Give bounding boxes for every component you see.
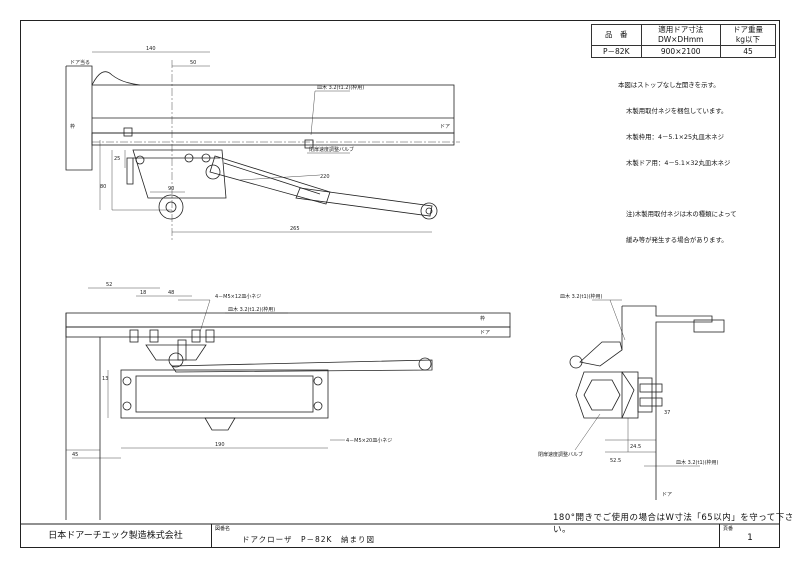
drawing-name-label: 図番名 (215, 526, 231, 532)
dim-220: 220 (320, 174, 330, 180)
door-label-side: ドア (662, 492, 672, 498)
valve-right-label: 閉扉速度調整バルブ (538, 451, 583, 458)
dim-80: 80 (100, 184, 106, 190)
drawing-border (20, 20, 780, 548)
dim-37: 37 (664, 410, 670, 416)
frame-label-plan: 枠 (480, 315, 485, 322)
frame-header (91, 84, 455, 134)
forearm (295, 187, 433, 217)
dim-13: 13 (102, 376, 108, 382)
note-line: 木製ドア用：4－5.1×32丸皿木ネジ (626, 158, 731, 167)
plan-frame (65, 312, 511, 328)
screw-right-top-label: 皿木 3.2(t1)(枠用) (560, 293, 603, 300)
main-arm (209, 155, 331, 205)
note-line (618, 184, 737, 193)
arm-side (579, 341, 623, 367)
pinion-boss (158, 194, 184, 220)
spec-door-weight: 45 (719, 45, 777, 58)
screw-right-bottom-label: 皿木 3.2(t1)(枠用) (676, 459, 719, 466)
closer-body-side (132, 149, 227, 199)
opening-note: 180°開きでご使用の場合はW寸法「65以内」を守って下さい。 (553, 513, 794, 535)
notes-block: 本図はストップなし左開きを示す。 木製用取付ネジを梱包しています。 木製枠用：4… (618, 64, 737, 262)
dim-52-5: 52.5 (610, 458, 621, 464)
side-view (569, 299, 725, 500)
spec-table: 品 番 適用ドア寸法 DW×DHmm ドア重量 kg以下 P－82K 900×2… (591, 24, 777, 58)
door-label-plan: ドア (480, 330, 490, 336)
top-view (65, 51, 460, 240)
dim-25: 25 (114, 156, 120, 162)
dim-24-5: 24.5 (630, 444, 641, 450)
door-stop-label: ドア当る (70, 59, 90, 66)
spec-door-size: 900×2100 (640, 45, 721, 58)
arm-end-joint (420, 202, 438, 220)
screw-m5-20-label: 4－M5×20皿小ネジ (346, 437, 392, 444)
dim-50: 50 (190, 60, 196, 66)
spec-header-model: 品 番 (591, 24, 642, 46)
screw-m5-12-label: 4－M5×12皿小ネジ (215, 293, 261, 300)
spec-header-door-weight: ドア重量 kg以下 (719, 24, 777, 46)
dim-140: 140 (146, 46, 156, 52)
drawing-name-cell: 図番名 ドアクローザ P－82K 納まり図 (212, 524, 720, 548)
valve-plan (204, 417, 236, 431)
note-line: 木製枠用：4－5.1×25丸皿木ネジ (626, 132, 725, 141)
door-top (91, 132, 455, 146)
frame-label-top: 枠 (70, 123, 75, 130)
dim-90: 90 (168, 186, 174, 192)
sheet-cell: 頁番 1 (720, 524, 780, 548)
drawing-name: ドアクローザ P－82K 納まり図 (242, 535, 375, 544)
closer-body-plan (120, 369, 329, 419)
sheet-number: 1 (747, 533, 753, 543)
screw-mid-label: 皿木 3.2(t1.2)(枠用) (228, 306, 275, 313)
plan-door (65, 326, 511, 338)
spec-model: P－82K (591, 45, 642, 58)
door-label-top: ドア (440, 124, 450, 130)
title-block: 日本ドアーチエック製造株式会社 図番名 ドアクローザ P－82K 納まり図 頁番… (20, 524, 780, 548)
note-line: 本図はストップなし左開きを示す。 (618, 81, 720, 90)
note-line: 注)木製用取付ネジは木の種類によって (626, 210, 737, 219)
dim-45: 45 (72, 452, 78, 458)
company-name: 日本ドアーチエック製造株式会社 (20, 524, 212, 548)
dim-52: 52 (106, 282, 112, 288)
dim-48: 48 (168, 290, 174, 296)
note-line: 木製用取付ネジを梱包しています。 (626, 106, 728, 115)
sheet-label: 頁番 (723, 526, 734, 532)
screw-top-label: 皿木 3.2(t1.2)(枠用) (317, 84, 364, 91)
dim-265: 265 (290, 226, 300, 232)
spec-header-door-size: 適用ドア寸法 DW×DHmm (640, 24, 721, 46)
hex-boss (575, 371, 635, 419)
note-line: 緩み等が発生する場合があります。 (626, 235, 728, 244)
plan-view (65, 287, 511, 520)
dim-18: 18 (140, 290, 146, 296)
valve-top-label: 閉扉速度調整バルブ (309, 146, 354, 153)
dim-190: 190 (215, 442, 225, 448)
